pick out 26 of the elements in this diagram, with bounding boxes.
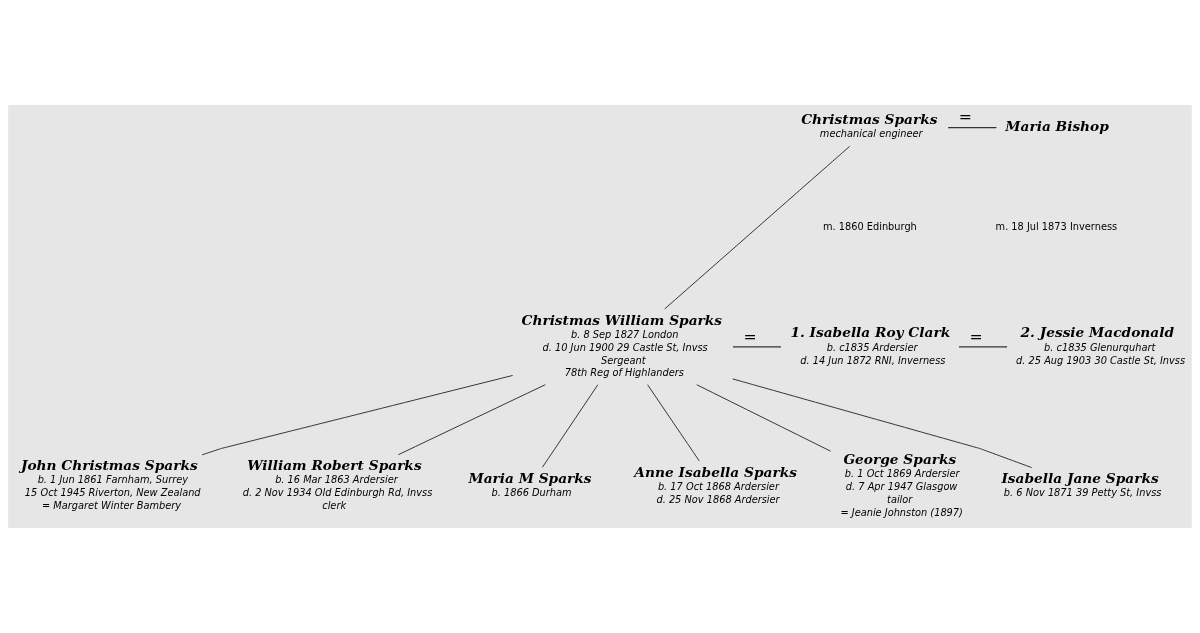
connector bbox=[201, 374, 514, 456]
node-text: Maria M Sparks b. 1866 Durham bbox=[468, 469, 592, 499]
connector bbox=[732, 378, 1033, 469]
node-text: George Sparks b. 1 Oct 1869 Ardersier d. 7 Apr 1947 Glasgow tailor = Jeanie Johnston (1897) bbox=[840, 450, 963, 518]
connector bbox=[696, 384, 832, 452]
connector bbox=[397, 384, 546, 456]
node-text: 1. Isabella Roy Clark b. c1835 Ardersier d. 14 Jun 1872 RNI, Inverness bbox=[790, 324, 951, 366]
node-text: 2. Jessie Macdonald b. c1835 Glenurquhart d. 25 Aug 1903 30 Castle St, Invss bbox=[1016, 324, 1186, 366]
node-text: Maria Bishop bbox=[1005, 117, 1109, 134]
connector bbox=[947, 126, 998, 129]
connector bbox=[664, 145, 851, 310]
label: m. 1860 Edinburgh bbox=[822, 221, 917, 233]
edge-label: = bbox=[743, 326, 757, 346]
node-text: Christmas William Sparks b. 8 Sep 1827 London d. 10 Jun 1900 29 Castle St, Invss Sergeant 78th Reg of Highlanders bbox=[521, 311, 723, 379]
node-text: Anne Isabella Sparks b. 17 Oct 1868 Ardersier d. 25 Nov 1868 Ardersier bbox=[634, 463, 797, 505]
node-text: William Robert Sparks b. 16 Mar 1863 Ardersier d. 2 Nov 1934 Old Edinburgh Rd, Invss clerk bbox=[242, 456, 433, 511]
edge-label: = bbox=[958, 107, 972, 127]
connector bbox=[958, 346, 1008, 348]
connector bbox=[647, 384, 700, 462]
connector bbox=[732, 346, 782, 348]
node-text: Isabella Jane Sparks b. 6 Nov 1871 39 Petty St, Invss bbox=[1001, 469, 1162, 499]
node-text: John Christmas Sparks b. 1 Jun 1861 Farnham, Surrey 15 Oct 1945 Riverton, New Zealand = Margaret Winter Bambery bbox=[20, 456, 201, 511]
connector bbox=[541, 384, 599, 468]
node-text: Christmas Sparks mechanical engineer bbox=[801, 110, 938, 140]
edge-label: = bbox=[969, 326, 983, 346]
label: m. 18 Jul 1873 Inverness bbox=[995, 221, 1118, 233]
